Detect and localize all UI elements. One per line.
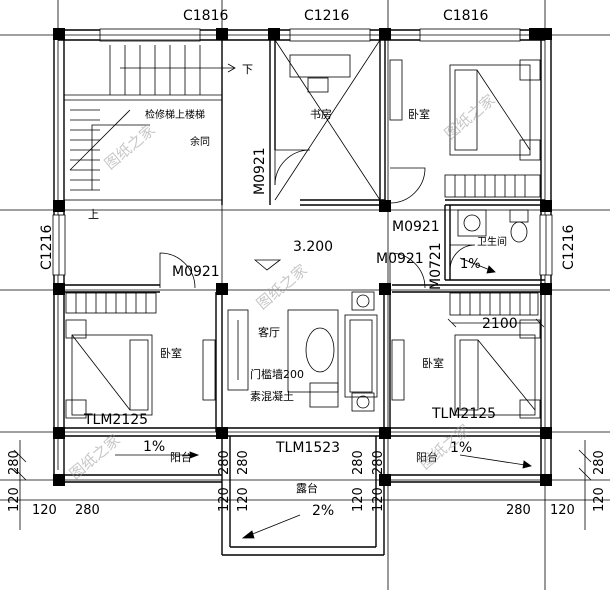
dim-bottom-right-280: 280	[506, 503, 531, 518]
threshold-note-2: 素混凝土	[250, 389, 294, 403]
room-label-bedroom-sw: 卧室	[160, 346, 182, 360]
windows	[52, 28, 553, 276]
door-swings	[159, 39, 476, 289]
door-label-living-right: M0921	[376, 251, 424, 267]
room-label-study: 书房	[310, 108, 332, 121]
dim-left-280-top: 280	[7, 450, 22, 475]
dim-left-120-top: 120	[7, 487, 22, 512]
window-label-top-mid: C1216	[304, 8, 349, 24]
study-desk	[289, 54, 351, 78]
watermark: 图纸之家	[101, 121, 159, 173]
dim-bottom-right-120: 120	[550, 503, 575, 518]
window-label-top-right: C1816	[443, 8, 488, 24]
window-label-top-left: C1816	[183, 8, 228, 24]
window-label-right: C1216	[561, 225, 577, 270]
room-label-balcony-right: 阳台	[416, 450, 438, 464]
wardrobe-ne	[444, 174, 541, 198]
dim-bottom-left-120: 120	[32, 503, 57, 518]
dim-terrace-280-right: 280	[351, 450, 366, 475]
room-label-terrace: 露台	[296, 481, 318, 495]
door-label-living-left: M0921	[172, 264, 220, 280]
dimension-lines	[0, 318, 610, 530]
dim-terrace-120-right: 120	[351, 487, 366, 512]
dim-bottom-left-280: 280	[75, 503, 100, 518]
stair-up-label: 上	[88, 208, 99, 221]
dim-bath-width: 2100	[482, 316, 518, 332]
room-label-bedroom-se: 卧室	[422, 356, 444, 370]
coffee-table	[287, 309, 339, 393]
room-label-bedroom-ne: 卧室	[408, 107, 430, 121]
columns	[53, 28, 552, 486]
room-label-bathroom: 卫生间	[477, 235, 507, 248]
window-label-left: C1216	[39, 225, 55, 270]
dim-left-280-bottom: 280	[217, 450, 232, 475]
sofa	[344, 314, 378, 398]
bed-se	[454, 334, 536, 416]
slope-balcony-right: 1%	[450, 440, 472, 456]
study-chair	[307, 77, 329, 93]
room-label-living: 客厅	[258, 325, 280, 339]
room-label-balcony-left: 阳台	[170, 450, 192, 464]
door-label-bedroom-se: TLM2125	[431, 406, 496, 422]
stair-note-2: 余同	[190, 135, 210, 148]
dim-right-280-bottom: 280	[371, 450, 386, 475]
watermark: 图纸之家	[253, 261, 311, 313]
slope-terrace: 2%	[312, 503, 334, 519]
door-label-terrace: TLM1523	[275, 440, 340, 456]
dim-left-120-bottom: 120	[217, 487, 232, 512]
elevation-label: 3.200	[293, 239, 333, 255]
door-label-study: M0921	[252, 147, 268, 195]
bed-ne	[449, 64, 531, 156]
armchair	[309, 382, 339, 408]
stair-down-label: 下	[242, 63, 253, 76]
dim-right-120-top: 120	[592, 487, 607, 512]
bath-basin	[457, 209, 487, 237]
slope-arrows	[115, 257, 532, 539]
bed-sw	[71, 334, 153, 416]
dim-terrace-280-left: 280	[236, 450, 251, 475]
wardrobe-sw	[65, 292, 157, 314]
dim-terrace-120-left: 120	[236, 487, 251, 512]
threshold-note-1: 门槛墙200	[250, 367, 304, 381]
furniture	[65, 54, 541, 470]
slope-balcony-left: 1%	[143, 439, 165, 455]
stair-note-1: 检修梯上楼梯	[145, 108, 205, 121]
wardrobe-se	[449, 292, 539, 316]
tv-cabinet	[227, 309, 249, 391]
slope-bath: 1%	[460, 257, 481, 272]
dim-right-280-top: 280	[592, 450, 607, 475]
bath-toilet	[509, 209, 529, 223]
door-label-bedroom-sw: TLM2125	[83, 412, 148, 428]
door-label-bedroom-ne: M0921	[392, 219, 440, 235]
dim-right-120-bottom: 120	[371, 487, 386, 512]
door-label-bath: M0721	[428, 242, 444, 290]
staircase	[63, 39, 236, 201]
